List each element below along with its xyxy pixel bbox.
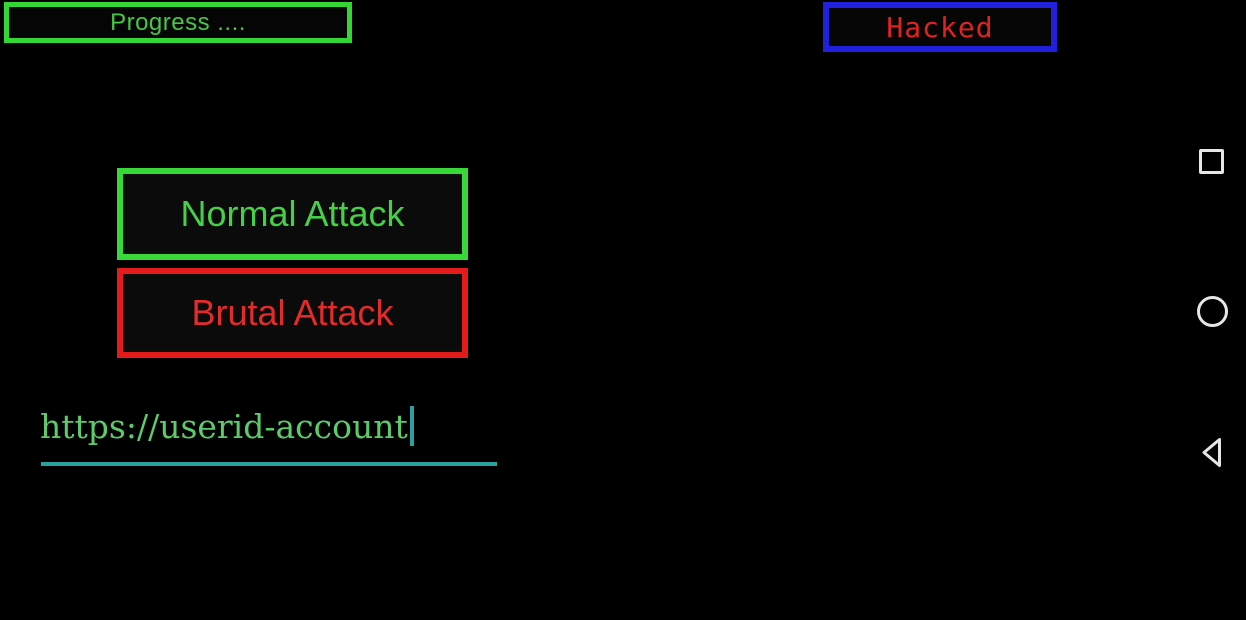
- url-input-underline: [41, 462, 497, 466]
- brutal-attack-button[interactable]: Brutal Attack: [117, 268, 468, 358]
- url-input-value: https://userid-account: [40, 406, 408, 446]
- progress-banner: Progress ....: [4, 2, 352, 43]
- hacked-banner-label: Hacked: [886, 10, 994, 44]
- normal-attack-button[interactable]: Normal Attack: [117, 168, 468, 260]
- home-circle-icon[interactable]: [1197, 296, 1228, 327]
- progress-banner-label: Progress ....: [110, 8, 246, 36]
- text-cursor: [409, 406, 414, 446]
- hacked-banner: Hacked: [823, 2, 1057, 52]
- recents-square-icon[interactable]: [1199, 149, 1224, 174]
- normal-attack-label: Normal Attack: [180, 193, 405, 234]
- url-input[interactable]: https://userid-account: [40, 402, 414, 450]
- back-triangle-icon[interactable]: [1199, 436, 1223, 469]
- brutal-attack-label: Brutal Attack: [191, 292, 394, 333]
